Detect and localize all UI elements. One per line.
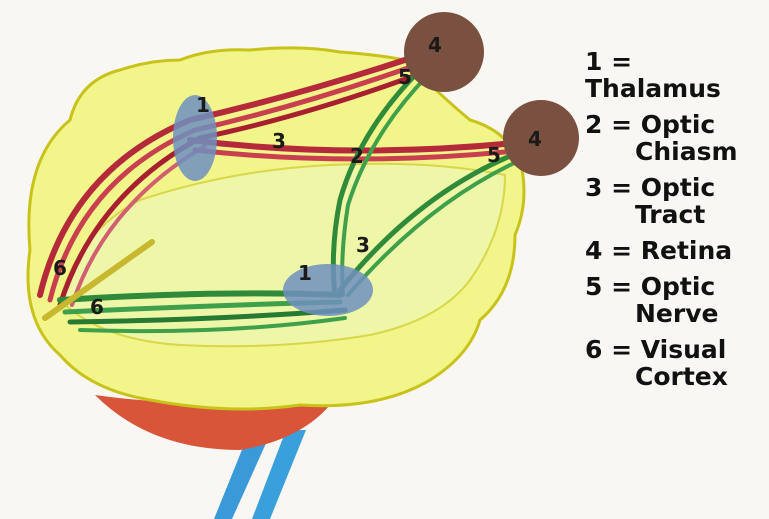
label-tract-red: 3 bbox=[272, 129, 286, 153]
legend-text-line2: Tract bbox=[585, 201, 769, 228]
legend-text: 5 = Optic bbox=[585, 272, 715, 301]
legend-text: 1 = Thalamus bbox=[585, 47, 721, 103]
label-nerve-top: 5 bbox=[398, 65, 412, 89]
legend-text: 3 = Optic bbox=[585, 173, 715, 202]
retina-top bbox=[404, 12, 484, 92]
legend-item-retina: 4 = Retina bbox=[585, 237, 769, 264]
legend-text: 4 = Retina bbox=[585, 236, 732, 265]
label-retina-right: 4 bbox=[528, 127, 542, 151]
label-cortex-lower: 6 bbox=[90, 295, 104, 319]
label-thalamus-left: 1 bbox=[196, 93, 210, 117]
legend-text-line2: Cortex bbox=[585, 363, 769, 390]
legend-item-thalamus: 1 = Thalamus bbox=[585, 48, 769, 102]
label-cortex-upper: 6 bbox=[53, 256, 67, 280]
legend-text: 2 = Optic bbox=[585, 110, 715, 139]
label-nerve-right: 5 bbox=[487, 143, 501, 167]
legend-text-line2: Chiasm bbox=[585, 138, 769, 165]
thalamus-right bbox=[283, 264, 373, 316]
label-thalamus-right: 1 bbox=[298, 261, 312, 285]
label-tract-green: 3 bbox=[356, 233, 370, 257]
thalamus-left bbox=[173, 95, 217, 181]
label-chiasm: 2 bbox=[350, 144, 364, 168]
legend-text: 6 = Visual bbox=[585, 335, 726, 364]
legend-text-line2: Nerve bbox=[585, 300, 769, 327]
label-retina-top: 4 bbox=[428, 33, 442, 57]
